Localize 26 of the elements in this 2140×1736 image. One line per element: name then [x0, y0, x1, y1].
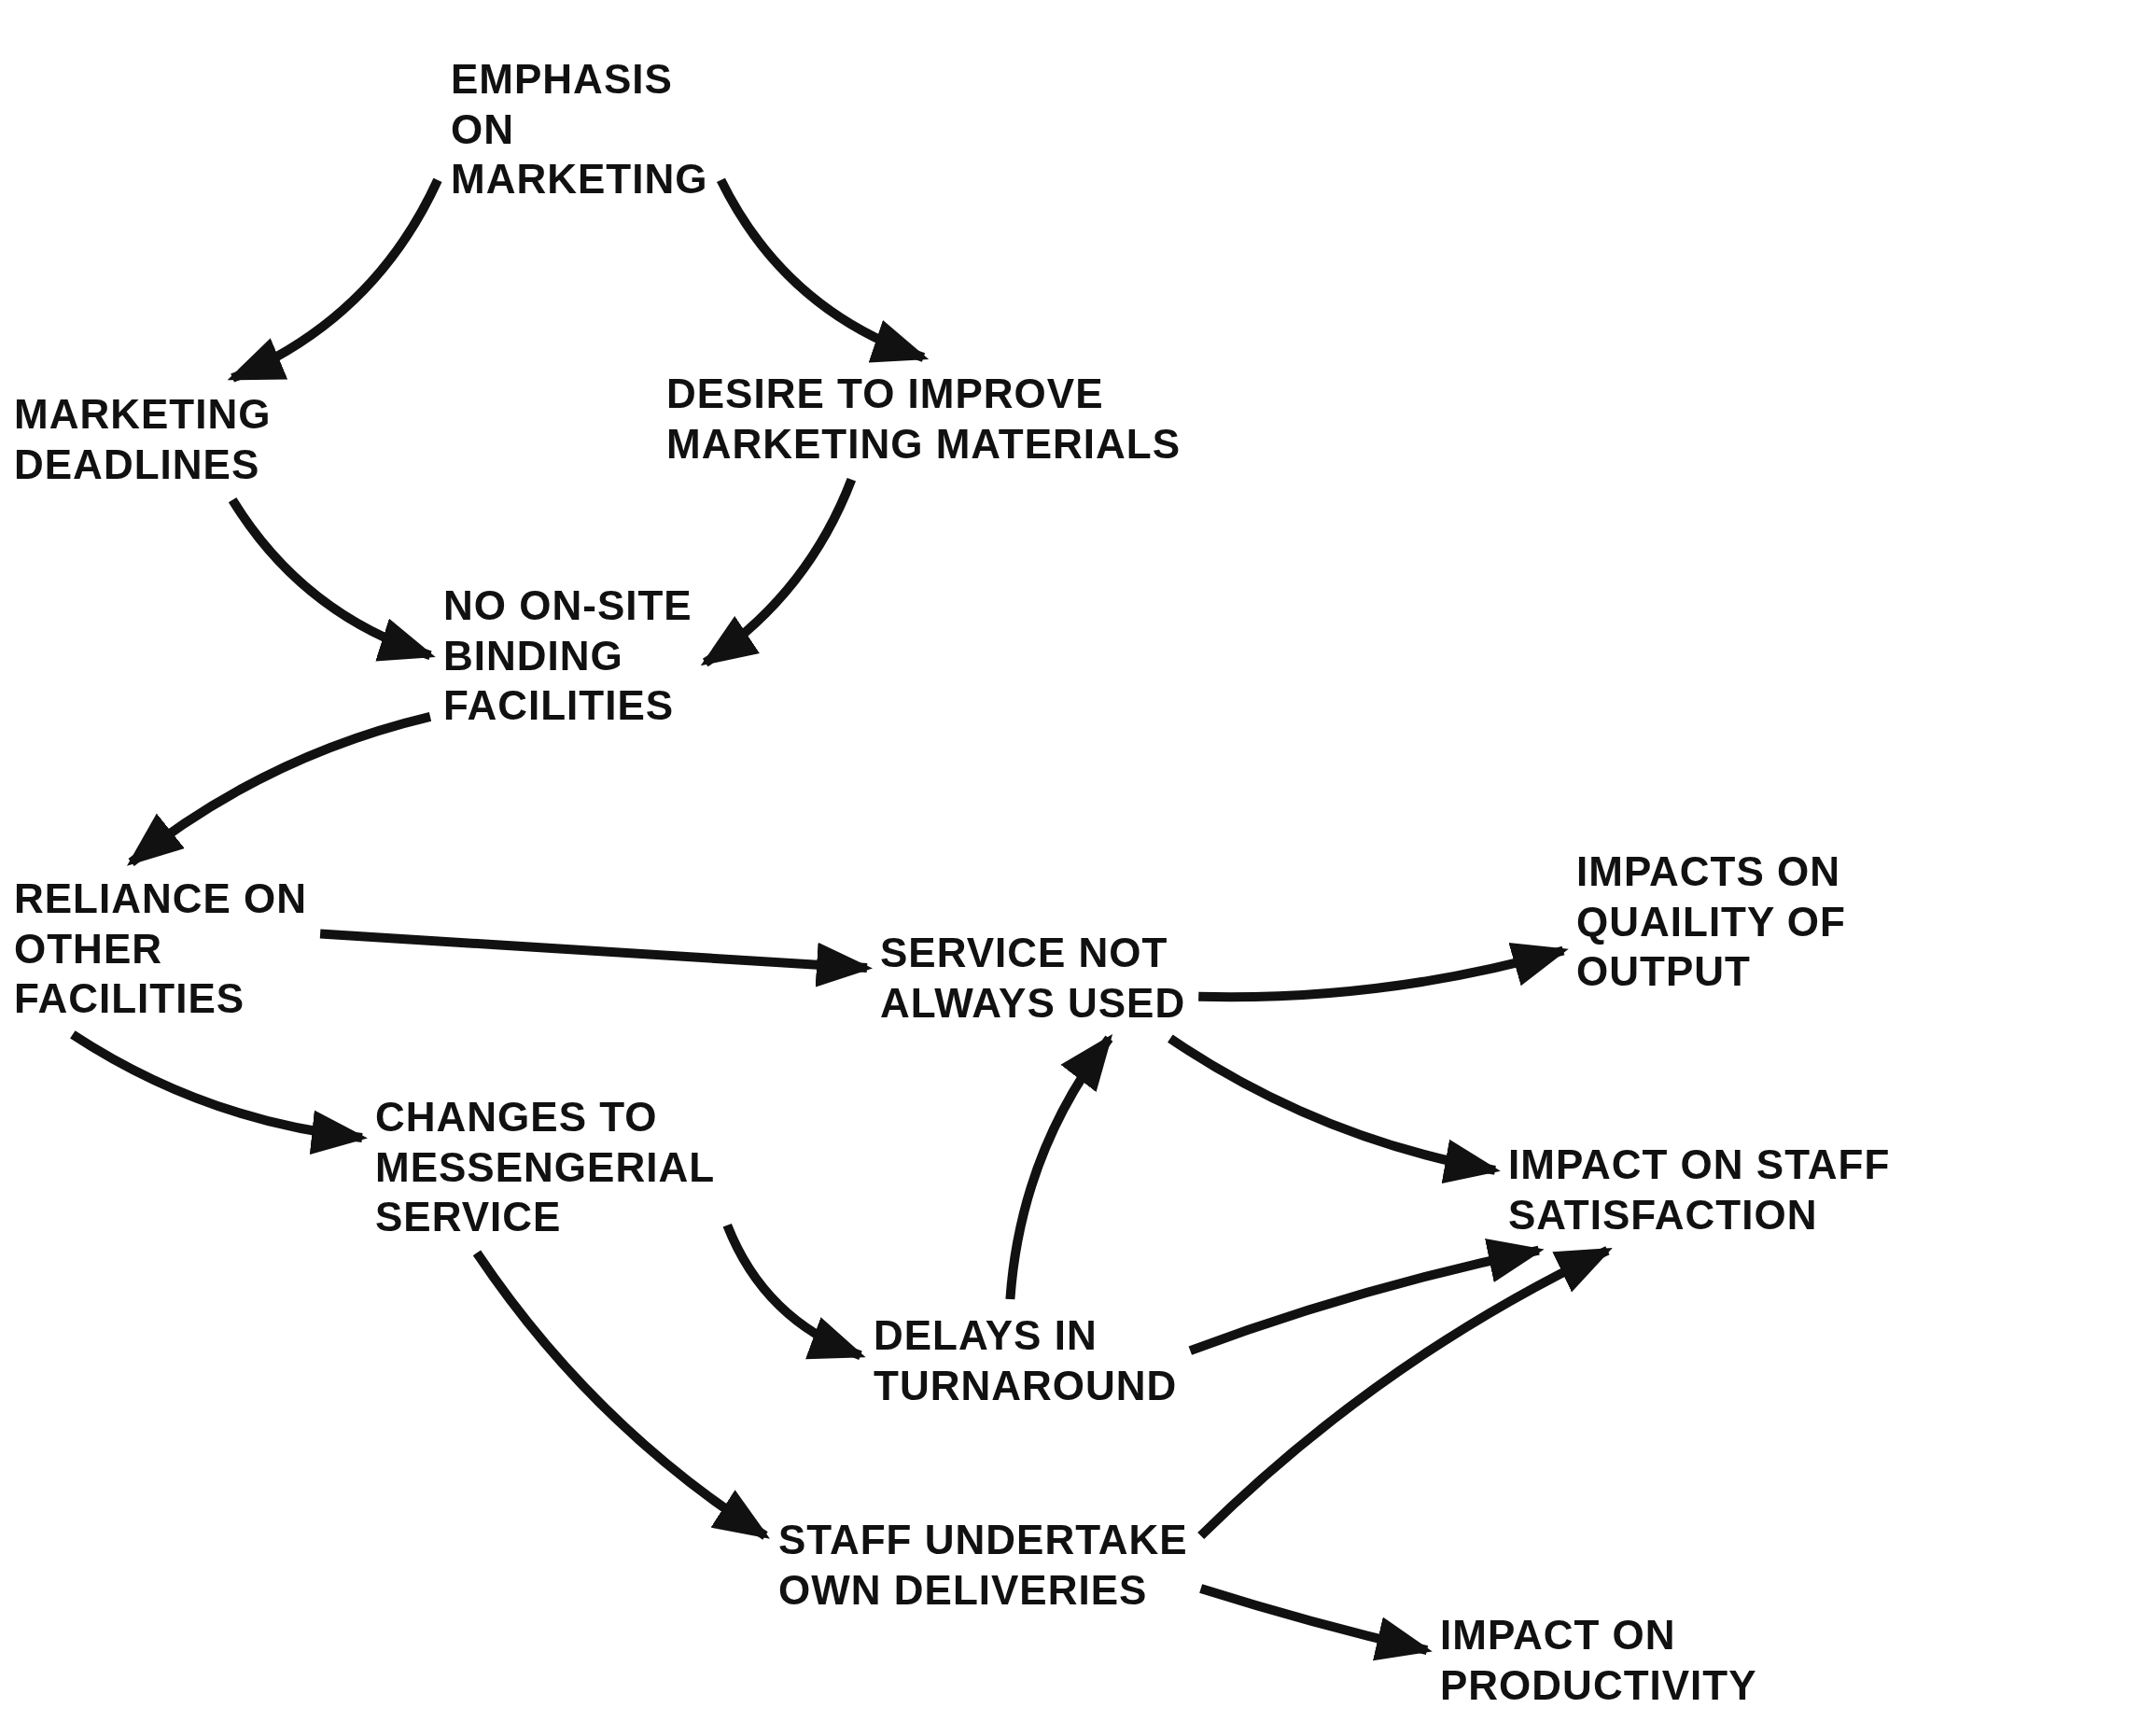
curved-arrow — [70, 1030, 368, 1155]
curved-arrow — [1005, 1033, 1113, 1300]
node-label: SERVICE NOT ALWAYS USED — [880, 928, 1272, 1029]
curved-arrow — [1198, 942, 1569, 1002]
curved-arrow — [1197, 1246, 1613, 1540]
node-label: CHANGES TO MESSENGERIAL SERVICE — [375, 1092, 795, 1242]
curved-arrow — [126, 712, 432, 866]
curved-arrow — [228, 497, 436, 660]
node-label: IMPACTS ON QUAILITY OF OUTPUT — [1576, 847, 2015, 997]
curved-arrow — [1199, 1584, 1433, 1661]
node-label: IMPACT ON STAFF SATISFACTION — [1508, 1140, 1965, 1240]
node-label: STAFF UNDERTAKE OWN DELIVERIES — [778, 1515, 1301, 1616]
curved-arrow — [722, 1223, 866, 1360]
node-label: NO ON-SITE BINDING FACILITIES — [443, 581, 761, 731]
curved-arrow — [319, 929, 873, 987]
node-label: RELIANCE ON OTHER FACILITIES — [14, 874, 387, 1024]
curved-arrow — [1168, 1034, 1501, 1183]
node-label: DESIRE TO IMPROVE MARKETING MATERIALS — [666, 369, 1301, 469]
curved-arrow — [1188, 1239, 1545, 1355]
curved-arrow — [472, 1250, 770, 1540]
curved-arrow — [700, 477, 856, 667]
node-label: IMPACT ON PRODUCTIVITY — [1440, 1610, 1776, 1711]
curved-arrow — [227, 177, 442, 383]
node-label: MARKETING DEADLINES — [14, 389, 359, 490]
node-label: EMPHASIS ON MARKETING — [451, 54, 731, 204]
curved-arrow — [717, 177, 930, 362]
